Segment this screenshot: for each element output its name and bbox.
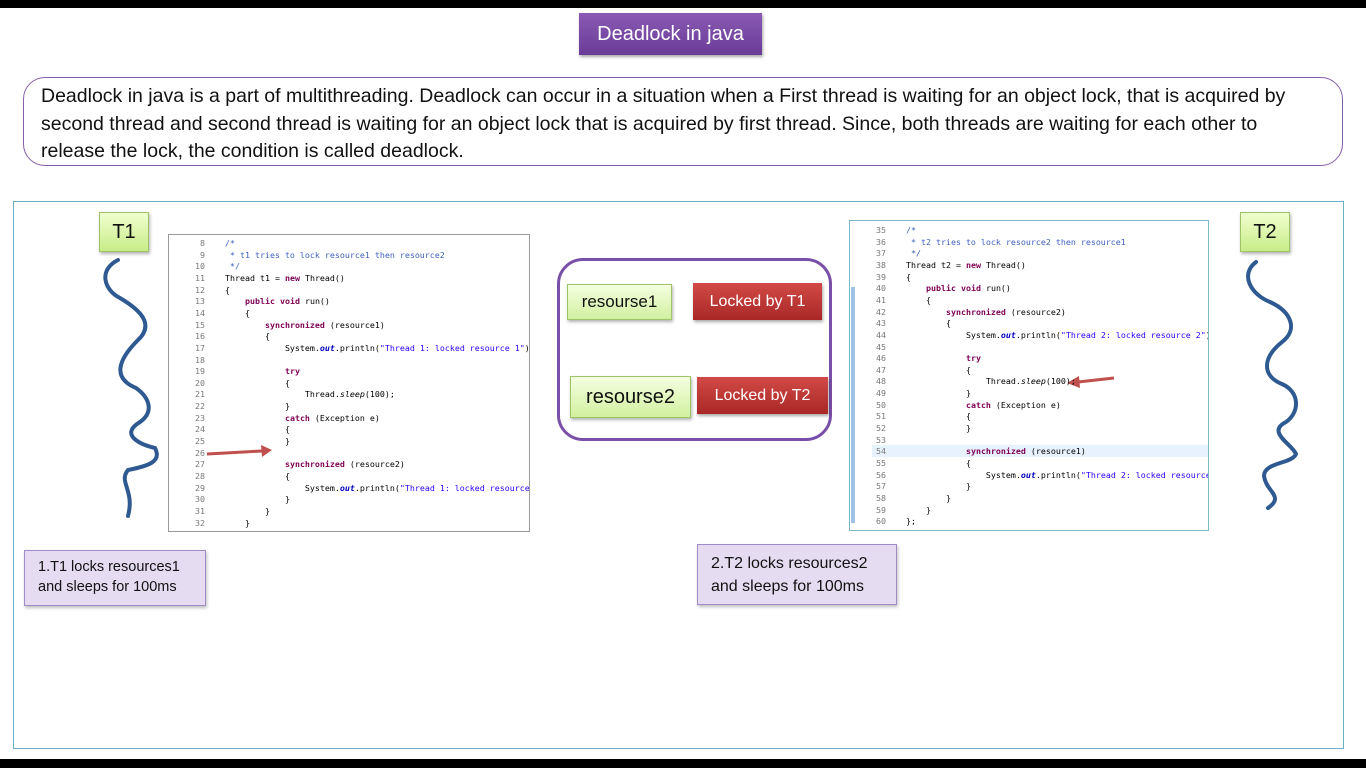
code-line: } bbox=[906, 423, 971, 435]
code-line: try bbox=[906, 353, 981, 365]
code-line: { bbox=[906, 411, 971, 423]
code-line-number: 49 bbox=[850, 388, 886, 400]
code-line: { bbox=[906, 365, 971, 377]
code-line-number: 39 bbox=[850, 272, 886, 284]
code-line-number: 46 bbox=[850, 353, 886, 365]
code-line: { bbox=[906, 318, 951, 330]
code-line: /* bbox=[906, 225, 916, 237]
code-line: } bbox=[906, 481, 971, 493]
code-line-number: 58 bbox=[850, 493, 886, 505]
code-line-number: 51 bbox=[850, 411, 886, 423]
code-line-number: 41 bbox=[850, 295, 886, 307]
code-line-number: 36 bbox=[850, 237, 886, 249]
code-line: { bbox=[906, 295, 931, 307]
code-line-number: 59 bbox=[850, 505, 886, 517]
code-line: } bbox=[906, 388, 971, 400]
thread-t2-wave bbox=[0, 8, 1366, 759]
code-line-number: 52 bbox=[850, 423, 886, 435]
code-line-number: 56 bbox=[850, 470, 886, 482]
code-line-number: 42 bbox=[850, 307, 886, 319]
code-line-number: 45 bbox=[850, 342, 886, 354]
code-line: }; bbox=[906, 516, 916, 528]
code-line: } bbox=[906, 493, 951, 505]
code-line: { bbox=[906, 272, 911, 284]
code-line: { bbox=[906, 458, 971, 470]
code-line: * t2 tries to lock resource2 then resour… bbox=[906, 237, 1126, 249]
code-line-number: 47 bbox=[850, 365, 886, 377]
code-line: System.out.println("Thread 2: locked res… bbox=[906, 330, 1209, 342]
code-line: } bbox=[906, 505, 931, 517]
code-line-number: 60 bbox=[850, 516, 886, 528]
code-line: Thread.sleep(100); bbox=[906, 376, 1076, 388]
code-line-number: 40 bbox=[850, 283, 886, 295]
code-line: public void run() bbox=[906, 283, 1011, 295]
code-line-number: 38 bbox=[850, 260, 886, 272]
code-line: synchronized (resource2) bbox=[906, 307, 1066, 319]
code-line-number: 57 bbox=[850, 481, 886, 493]
code-line-number: 35 bbox=[850, 225, 886, 237]
code-line: System.out.println("Thread 2: locked res… bbox=[906, 470, 1209, 482]
code-line-number: 54 bbox=[850, 446, 886, 458]
code-line-number: 48 bbox=[850, 376, 886, 388]
code-line-number: 53 bbox=[850, 435, 886, 447]
code-line-number: 37 bbox=[850, 248, 886, 260]
slide: Deadlock in java Deadlock in java is a p… bbox=[0, 8, 1366, 759]
code-line-number: 55 bbox=[850, 458, 886, 470]
code-line: catch (Exception e) bbox=[906, 400, 1061, 412]
code-line: */ bbox=[906, 248, 921, 260]
code-line: Thread t2 = new Thread() bbox=[906, 260, 1026, 272]
code-line-number: 50 bbox=[850, 400, 886, 412]
code-line: synchronized (resource1) bbox=[906, 446, 1086, 458]
code-line-number: 44 bbox=[850, 330, 886, 342]
code-line-number: 43 bbox=[850, 318, 886, 330]
